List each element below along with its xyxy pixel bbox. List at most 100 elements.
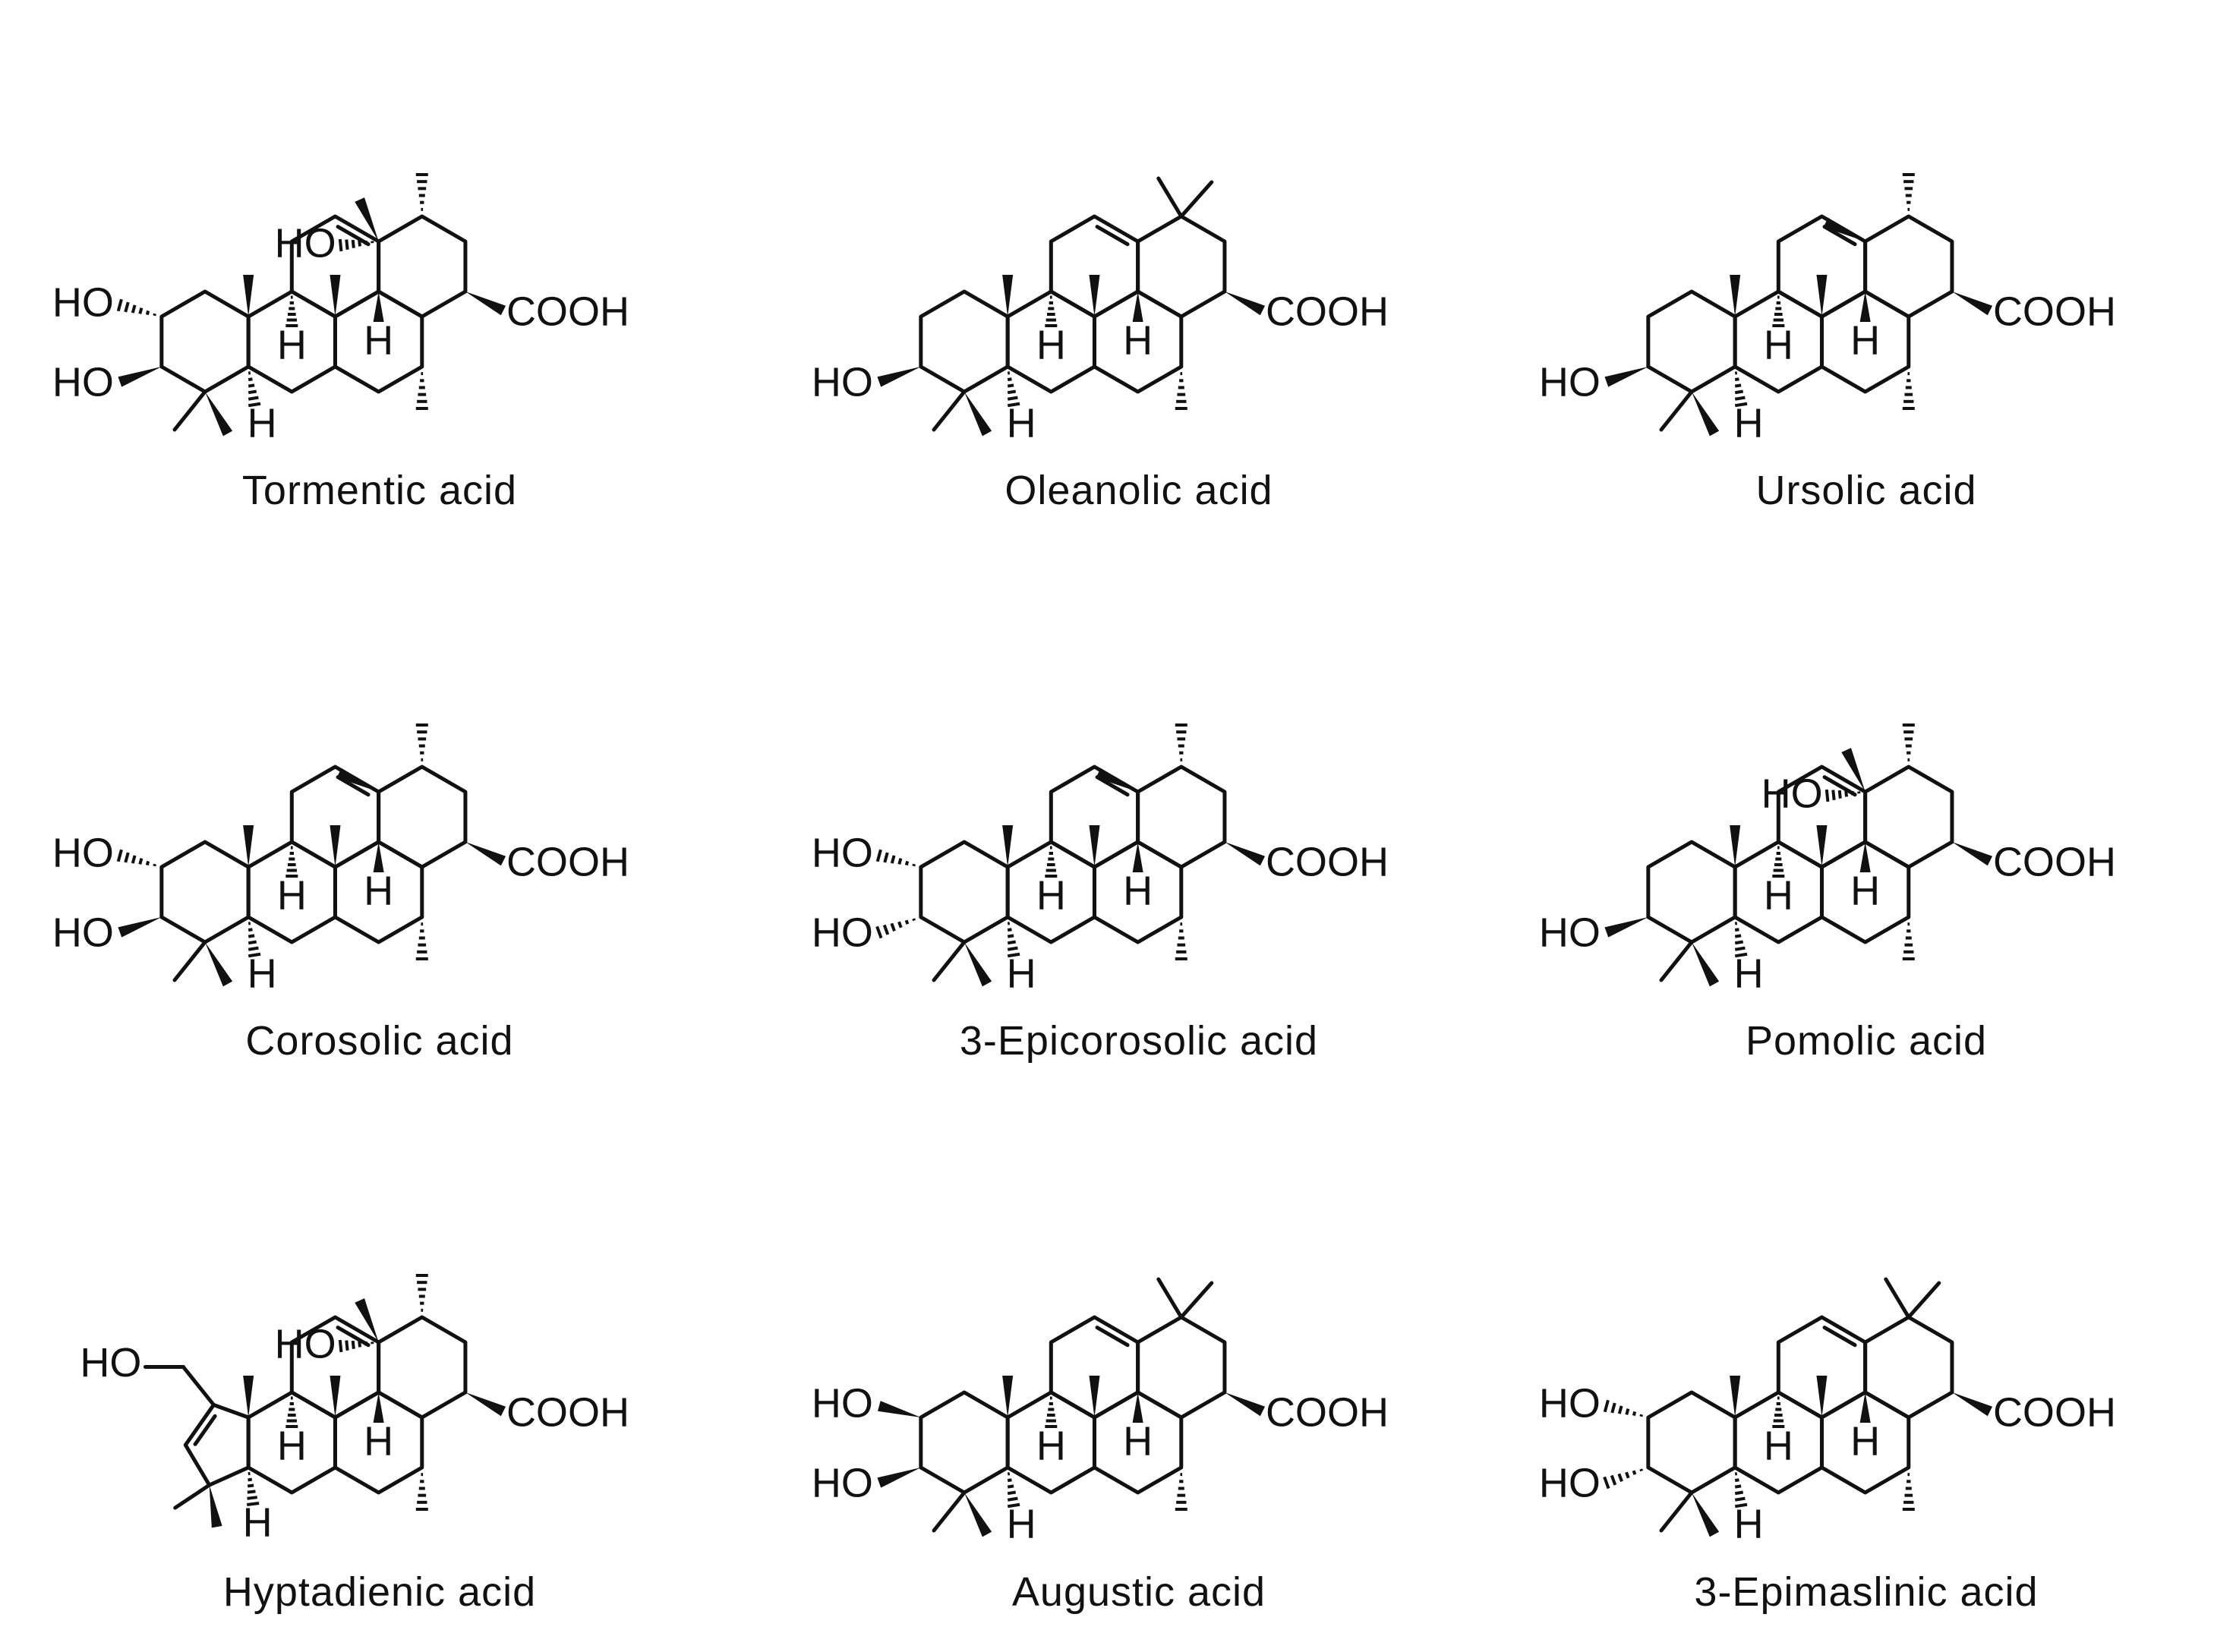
methyl-bond [1906, 1281, 1941, 1319]
h-label: H [1764, 872, 1793, 918]
hashed-bond [285, 1396, 298, 1428]
hashed-bond [875, 918, 916, 939]
wedge-bond [1859, 292, 1871, 322]
wedge-bond [1841, 748, 1866, 792]
hashed-bond [246, 1471, 260, 1506]
ho-label: HO [812, 1460, 873, 1505]
hashed-bond [1175, 922, 1187, 960]
ring-a [919, 1390, 1010, 1495]
hashed-bond [415, 724, 428, 761]
wedge-bond [878, 1401, 921, 1417]
h-label: H [1734, 951, 1764, 996]
wedge-bond [330, 1376, 341, 1417]
hashed-bond [1902, 173, 1915, 211]
h-label: H [1850, 868, 1880, 913]
ho-label: HO [1539, 1460, 1601, 1505]
methyl-bond [932, 940, 967, 982]
ho-label: HO [52, 359, 114, 405]
h-label: H [277, 1423, 307, 1468]
wedge-bond [336, 768, 379, 792]
methyl-bond [1884, 1277, 1911, 1319]
methyl-bond [1156, 176, 1184, 219]
h-label: H [1036, 1423, 1066, 1468]
wedge-bond [1816, 1376, 1828, 1417]
ho-label: HO [80, 1340, 141, 1386]
wedge-bond [205, 942, 233, 987]
wedge-bond [1002, 1376, 1014, 1417]
ho-label: HO [52, 279, 114, 325]
methyl-bond [1156, 1277, 1184, 1319]
double-bond-line [1095, 225, 1130, 247]
double-bond-line [336, 225, 371, 247]
ho-label: HO [275, 220, 336, 266]
ho-label: HO [812, 910, 873, 955]
double-bond-line [336, 775, 371, 797]
hashed-bond [285, 295, 298, 327]
h-label: H [364, 1418, 393, 1464]
wedge-bond [877, 367, 921, 387]
h-label: H [277, 872, 307, 918]
h-label: H [1764, 322, 1793, 367]
ring-a [1646, 1390, 1737, 1495]
hashed-bond [1045, 846, 1058, 878]
ho-label: HO [52, 830, 114, 875]
wedge-bond [1692, 1493, 1720, 1537]
h-label: H [1036, 872, 1066, 918]
h-label: H [277, 322, 307, 367]
compound-name: Hyptadienic acid [222, 1569, 537, 1615]
hashed-bond [285, 846, 298, 878]
ho-label: HO [275, 1321, 336, 1367]
hashed-bond [1045, 1396, 1058, 1428]
wedge-bond [1816, 825, 1828, 867]
ring-a [1646, 840, 1737, 944]
h-label: H [1734, 1501, 1764, 1546]
hashed-bond [1824, 789, 1861, 802]
h-label: H [1123, 868, 1153, 913]
wedge-bond [1224, 842, 1266, 866]
compound-name: Corosolic acid [245, 1018, 514, 1064]
hashed-bond [1603, 1468, 1644, 1490]
wedge-bond [243, 1376, 254, 1417]
compound-name: Ursolic acid [1755, 468, 1977, 513]
hashed-bond [1772, 1396, 1785, 1428]
hashed-bond [1603, 1399, 1643, 1417]
wedge-bond [243, 275, 254, 317]
methyl-bond [1659, 940, 1694, 982]
wedge-bond [964, 392, 992, 437]
h-label: H [1036, 322, 1066, 367]
wedge-bond [1002, 825, 1014, 867]
h-label: H [1007, 1501, 1036, 1546]
double-bond-line [1822, 225, 1857, 247]
cooh-label: COOH [1993, 839, 2116, 884]
double-bond-line [193, 1414, 217, 1446]
double-bond-line [1095, 775, 1130, 797]
methyl-bond [932, 389, 967, 432]
ring-a [159, 289, 251, 394]
cooh-label: COOH [506, 288, 629, 334]
methyl-bond [172, 389, 207, 432]
h-label: H [248, 951, 277, 996]
h-label: H [364, 317, 393, 363]
wedge-bond [1089, 1376, 1100, 1417]
hashed-bond [1175, 1473, 1187, 1511]
hashed-bond [248, 922, 261, 958]
wedge-bond [465, 842, 506, 866]
double-bond-line [1095, 1326, 1130, 1348]
wedge-bond [373, 292, 384, 322]
wedge-bond [1096, 768, 1138, 792]
wedge-bond [355, 1298, 379, 1342]
ho-label: HO [812, 830, 873, 875]
wedge-bond [1951, 1392, 1993, 1417]
cooh-label: COOH [506, 839, 629, 884]
methyl-bond [1179, 180, 1214, 219]
cooh-label: COOH [1993, 288, 2116, 334]
hashed-bond [1902, 724, 1915, 761]
